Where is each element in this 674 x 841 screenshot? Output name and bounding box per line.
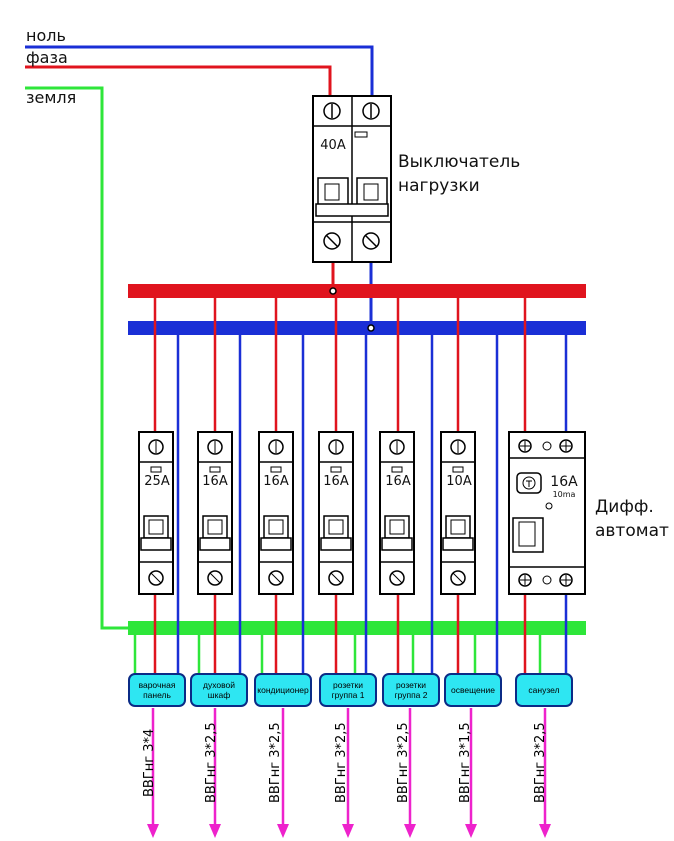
indicator-window bbox=[270, 466, 282, 473]
rcbo-sensitivity: 10ma bbox=[552, 490, 576, 499]
circuit-name: кондиционер bbox=[257, 685, 309, 695]
toggle-lever bbox=[148, 519, 164, 535]
neutral-label: ноль bbox=[26, 26, 66, 45]
main-switch-label-line1: Выключатель bbox=[398, 152, 521, 172]
circuit-breaker bbox=[440, 431, 476, 595]
main-switch-rating: 40A bbox=[320, 138, 346, 153]
feed-arrow-icon bbox=[209, 824, 221, 838]
cable-label: ВВГнг 3*2,5 bbox=[334, 722, 349, 803]
circuit-breaker bbox=[379, 431, 415, 595]
toggle-base bbox=[140, 537, 172, 551]
circuit-name-line2: шкаф bbox=[207, 690, 231, 700]
main-switch-label-line2: нагрузки bbox=[398, 176, 480, 196]
circuit-name-line2: группа 1 bbox=[331, 690, 365, 700]
circuit-name-line2: панель bbox=[143, 690, 171, 700]
indicator-window bbox=[391, 466, 403, 473]
breaker-rating: 16A bbox=[202, 474, 228, 489]
toggle-base bbox=[442, 537, 474, 551]
screw-slot bbox=[391, 572, 403, 584]
breaker-body bbox=[379, 431, 415, 595]
circuit-breaker bbox=[138, 431, 174, 595]
circuit-box-bathroom: санузел bbox=[515, 673, 573, 707]
cable-label: ВВГнг 3*2,5 bbox=[533, 722, 548, 803]
indicator-window bbox=[150, 466, 162, 473]
indicator-window bbox=[209, 466, 221, 473]
screw-slot bbox=[452, 572, 464, 584]
circuit-name: санузел bbox=[528, 685, 560, 695]
rcbo-rating: 16A bbox=[550, 474, 578, 490]
breaker-rating: 16A bbox=[385, 474, 411, 489]
feed-arrow-icon bbox=[147, 824, 159, 838]
circuit-box-ac: кондиционер bbox=[254, 673, 312, 707]
rcbo-label-line1: Дифф. bbox=[595, 497, 654, 517]
toggle-lever bbox=[268, 519, 284, 535]
rcbo-label: Дифф. автомат bbox=[595, 495, 669, 543]
neutral-junction-dot bbox=[367, 324, 375, 332]
circuit-breaker bbox=[318, 431, 354, 595]
indicator-window bbox=[330, 466, 342, 473]
earth-label: земля bbox=[26, 88, 77, 107]
circuit-name: розетки bbox=[396, 680, 426, 690]
rcbo-device bbox=[508, 431, 586, 595]
cable-label: ВВГнг 3*2,5 bbox=[396, 722, 411, 803]
feed-arrow-icon bbox=[465, 824, 477, 838]
circuit-name: розетки bbox=[333, 680, 363, 690]
breaker-body bbox=[258, 431, 294, 595]
breaker-rating: 16A bbox=[323, 474, 349, 489]
circuit-name-line2: группа 2 bbox=[394, 690, 428, 700]
toggle-lever bbox=[450, 519, 466, 535]
phase-supply-wire bbox=[25, 65, 332, 97]
indicator-window bbox=[452, 466, 464, 473]
circuit-breaker bbox=[197, 431, 233, 595]
rcbo-label-line2: автомат bbox=[595, 521, 669, 541]
neutral-supply-wire bbox=[25, 45, 374, 97]
neutral-busbar bbox=[128, 321, 586, 335]
cable-label: ВВГнг 3*2,5 bbox=[268, 722, 283, 803]
screw-slot bbox=[150, 572, 162, 584]
phase-junction-dot bbox=[329, 287, 337, 295]
breaker-rating: 10A bbox=[446, 474, 472, 489]
toggle-lever bbox=[328, 519, 344, 535]
feed-arrow-icon bbox=[539, 824, 551, 838]
feed-arrow-icon bbox=[404, 824, 416, 838]
breaker-body bbox=[197, 431, 233, 595]
main-switch-label: Выключатель нагрузки bbox=[398, 150, 520, 198]
toggle-lever bbox=[207, 519, 223, 535]
screw-slot bbox=[270, 572, 282, 584]
circuit-breaker bbox=[258, 431, 294, 595]
phase-busbar bbox=[128, 284, 586, 298]
feed-arrow-icon bbox=[277, 824, 289, 838]
cable-label: ВВГнг 3*1,5 bbox=[458, 722, 473, 803]
breaker-body bbox=[138, 431, 174, 595]
cable-label: ВВГнг 3*2,5 bbox=[204, 722, 219, 803]
earth-supply-wire bbox=[25, 86, 130, 630]
screw-slot bbox=[330, 572, 342, 584]
earth-busbar bbox=[128, 621, 586, 635]
cable-label: ВВГнг 3*4 bbox=[142, 728, 157, 797]
circuit-name: освещение bbox=[451, 685, 495, 695]
toggle-base bbox=[381, 537, 413, 551]
screw-slot bbox=[209, 572, 221, 584]
toggle-base bbox=[199, 537, 231, 551]
main-load-switch bbox=[312, 95, 392, 263]
toggle-lever bbox=[389, 519, 405, 535]
breaker-rating: 16A bbox=[263, 474, 289, 489]
phase-label: фаза bbox=[26, 48, 68, 67]
breaker-rating: 25A bbox=[144, 474, 170, 489]
circuit-box-lighting: освещение bbox=[444, 673, 502, 707]
circuit-name: варочная bbox=[138, 680, 176, 690]
breaker-body bbox=[318, 431, 354, 595]
breaker-body bbox=[440, 431, 476, 595]
toggle-base bbox=[320, 537, 352, 551]
circuit-name: духовой bbox=[203, 680, 235, 690]
feed-arrow-icon bbox=[342, 824, 354, 838]
toggle-base bbox=[260, 537, 292, 551]
